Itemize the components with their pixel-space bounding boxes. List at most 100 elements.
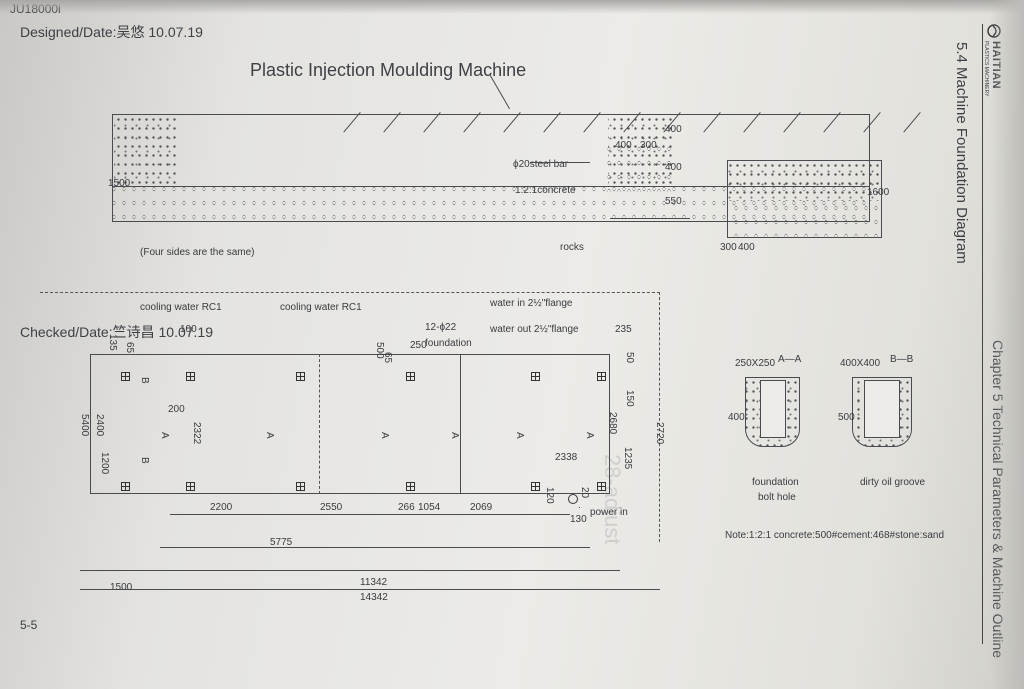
bolt-hole-marker bbox=[597, 482, 606, 491]
dim-line-bottom-3 bbox=[80, 570, 620, 571]
power-in-icon bbox=[568, 494, 578, 504]
dim-line-elev-right bbox=[610, 218, 690, 219]
cooling-water-label-1: cooling water RC1 bbox=[140, 302, 222, 313]
dim-5400: 5400 bbox=[79, 414, 90, 437]
dim-235: 235 bbox=[615, 324, 632, 335]
dim-250: 250 bbox=[410, 340, 427, 351]
dim-2720: 2720 bbox=[654, 422, 665, 445]
bb-depth: 500 bbox=[838, 412, 855, 423]
document-code: JU18000i bbox=[10, 2, 61, 16]
dim-1235: 1235 bbox=[622, 447, 633, 470]
power-in-label: power in bbox=[590, 507, 628, 518]
side-block-concrete bbox=[728, 161, 881, 201]
dim-2550: 2550 bbox=[320, 502, 343, 513]
dim-150: 150 bbox=[624, 390, 635, 407]
section-mark-a: A bbox=[584, 432, 595, 439]
section-mark-b: B bbox=[139, 457, 150, 464]
page-number: 5-5 bbox=[20, 618, 38, 632]
bolt-count-label: 12-ϕ22 bbox=[425, 322, 457, 333]
dim-2200: 2200 bbox=[210, 502, 233, 513]
water-out-label: water out 2½"flange bbox=[490, 324, 579, 335]
dim-2069: 2069 bbox=[470, 502, 493, 513]
aa-caption-1: foundation bbox=[752, 477, 799, 488]
bolt-hole-marker bbox=[406, 482, 415, 491]
dim-400-top: 400 bbox=[615, 140, 632, 151]
plan-dashed-outline-left bbox=[40, 292, 660, 293]
section-mark-a: A bbox=[514, 432, 525, 439]
leader-steel bbox=[530, 162, 590, 164]
dim-1500-elev: 1500 bbox=[108, 178, 131, 189]
dim-1054: 1054 bbox=[418, 502, 441, 513]
designed-by: Designed/Date:吴悠 10.07.19 bbox=[20, 24, 203, 40]
side-block-rocks bbox=[728, 201, 881, 237]
bb-size: 400X400 bbox=[840, 358, 881, 369]
concrete-fill-end bbox=[114, 115, 178, 187]
aa-size: 250X250 bbox=[735, 358, 776, 369]
bolt-hole-marker bbox=[186, 482, 195, 491]
dim-2322: 2322 bbox=[191, 422, 202, 445]
bolt-hole-marker bbox=[531, 372, 540, 381]
section-mark-a: A bbox=[449, 432, 460, 439]
dim-65a: 65 bbox=[124, 342, 135, 354]
foundation-label: foundation bbox=[425, 338, 472, 349]
section-mark-b: B bbox=[139, 377, 150, 384]
bolt-hole-marker bbox=[406, 372, 415, 381]
dim-550: 550 bbox=[665, 196, 682, 207]
dim-2400: 2400 bbox=[94, 414, 105, 437]
aa-caption-2: bolt hole bbox=[758, 492, 796, 503]
dim-20: 20 bbox=[579, 487, 590, 499]
cooling-water-label-2: cooling water RC1 bbox=[280, 302, 362, 313]
hatch-line bbox=[903, 112, 921, 133]
dim-300-side: 300 bbox=[720, 242, 737, 253]
dim-11342: 11342 bbox=[360, 577, 388, 588]
water-in-label: water in 2½"flange bbox=[490, 298, 573, 309]
bolt-hole-marker bbox=[531, 482, 540, 491]
section-mark-a: A bbox=[379, 432, 390, 439]
aa-depth: 400 bbox=[728, 412, 745, 423]
dim-2338: 2338 bbox=[555, 452, 578, 463]
dim-line-bottom-1 bbox=[170, 514, 570, 515]
bolt-hole-marker bbox=[121, 482, 130, 491]
dim-2680: 2680 bbox=[607, 412, 618, 435]
dim-1200: 1200 bbox=[99, 452, 110, 475]
dim-line-2200 bbox=[579, 507, 580, 508]
concrete-note: Note:1:2:1 concrete:500#cement:468#stone… bbox=[725, 530, 945, 541]
document-page: HAITIAN PLASTICS MACHINERY Chapter 5 Tec… bbox=[10, 2, 1010, 677]
four-sides-label: (Four sides are the same) bbox=[140, 247, 255, 258]
bolt-hole-marker bbox=[121, 372, 130, 381]
dim-400-mid: 400 bbox=[665, 162, 682, 173]
aa-title: A—A bbox=[778, 354, 802, 365]
bb-title: B—B bbox=[890, 354, 914, 365]
haitian-logo: HAITIAN PLASTICS MACHINERY bbox=[980, 24, 1002, 97]
dim-65b: 65 bbox=[382, 352, 393, 364]
dim-120: 120 bbox=[544, 487, 555, 504]
dim-14342: 14342 bbox=[360, 592, 388, 603]
brand-sub: PLASTICS MACHINERY bbox=[983, 41, 989, 97]
bb-caption: dirty oil groove bbox=[860, 477, 926, 488]
section-title: 5.4 Machine Foundation Diagram bbox=[953, 42, 970, 264]
dim-1500-plan: 1500 bbox=[110, 582, 133, 593]
concrete-label: 1:2:1concrete bbox=[515, 185, 576, 196]
dim-266: 266 bbox=[398, 502, 415, 513]
checked-by: Checked/Date:竺诗昌 10.07.19 bbox=[20, 324, 213, 340]
steel-bar-label: ϕ20steel bar bbox=[513, 159, 569, 170]
bolt-hole-marker bbox=[186, 372, 195, 381]
dim-200: 200 bbox=[168, 404, 185, 415]
dim-50: 50 bbox=[624, 352, 635, 364]
section-mark-a: A bbox=[159, 432, 170, 439]
aa-inner-hole bbox=[760, 380, 786, 438]
rocks-label: rocks bbox=[560, 242, 584, 253]
header-rule bbox=[982, 24, 983, 644]
bb-inner-groove bbox=[864, 380, 900, 438]
chapter-title: Chapter 5 Technical Parameters & Machine… bbox=[990, 340, 1006, 659]
bolt-hole-marker bbox=[296, 482, 305, 491]
dim-line-bottom-2 bbox=[160, 547, 590, 548]
machine-label: Plastic Injection Moulding Machine bbox=[250, 60, 527, 80]
bolt-hole-marker bbox=[296, 372, 305, 381]
plan-centerline bbox=[319, 354, 320, 494]
bolt-hole-marker bbox=[597, 372, 606, 381]
dim-line-bottom-4 bbox=[80, 589, 660, 590]
dim-400-side: 400 bbox=[665, 124, 682, 135]
haitian-logo-icon bbox=[987, 24, 1001, 38]
